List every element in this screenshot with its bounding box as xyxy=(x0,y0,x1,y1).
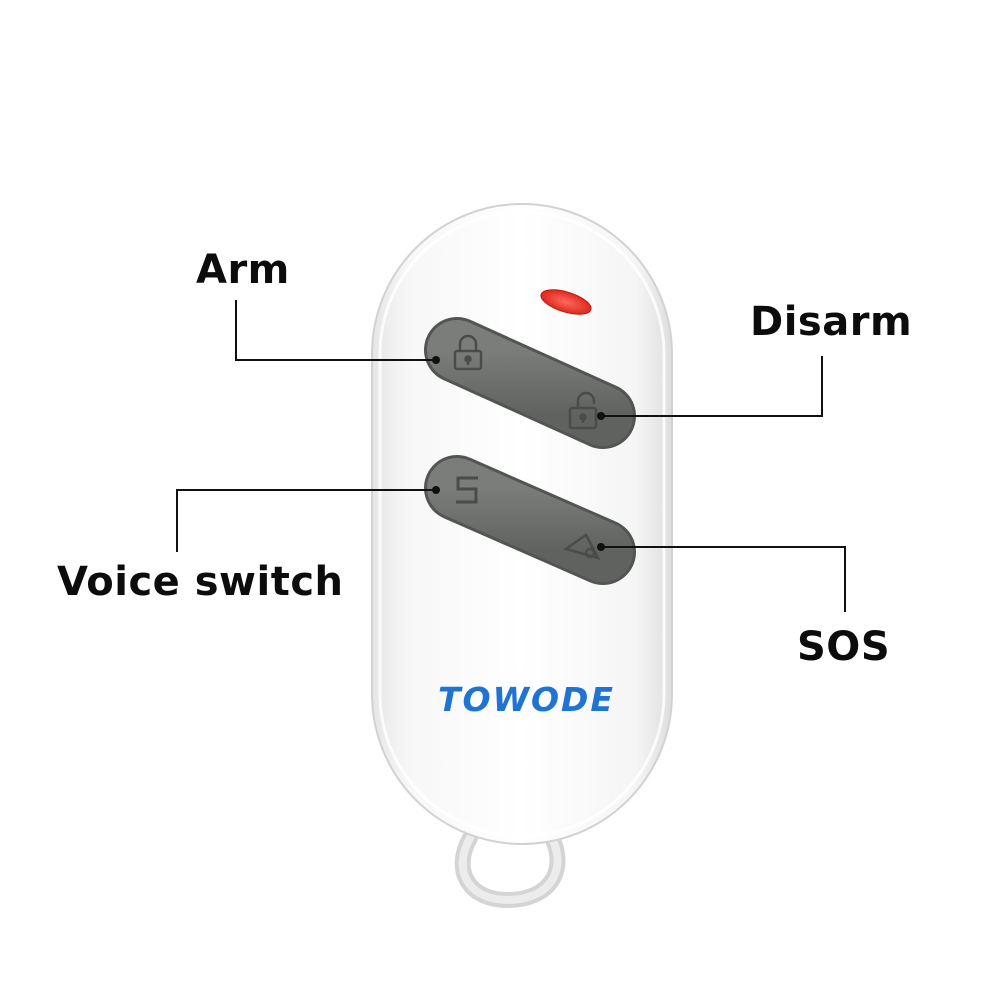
arm-callout-line xyxy=(235,300,436,361)
callout-lines xyxy=(176,300,846,612)
disarm-callout-line xyxy=(601,356,823,417)
s-icon xyxy=(456,476,478,504)
sos-label: SOS xyxy=(797,624,891,670)
arm-label: Arm xyxy=(196,247,290,293)
brand-logo: TOWODE xyxy=(438,680,615,719)
unlock-icon xyxy=(568,391,598,430)
key-ring xyxy=(454,830,566,909)
lock-icon xyxy=(453,334,483,371)
voice-switch-label: Voice switch xyxy=(57,559,344,605)
disarm-label: Disarm xyxy=(750,299,913,345)
status-led xyxy=(540,289,592,315)
bell-icon xyxy=(563,533,601,560)
sos-callout-line xyxy=(601,546,846,612)
voice-callout-line xyxy=(176,489,436,552)
